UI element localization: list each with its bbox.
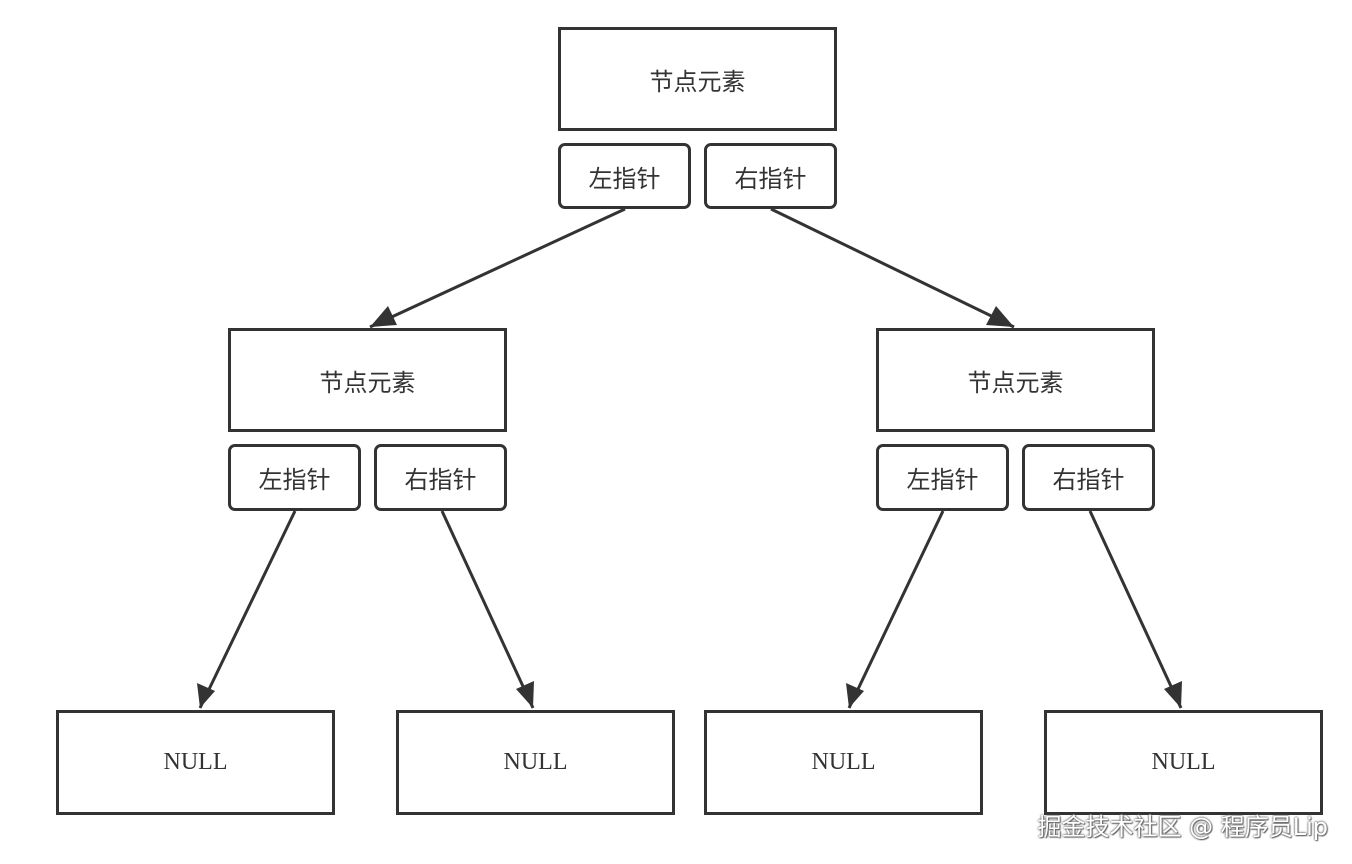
null-leaf-3-label: NULL (811, 749, 876, 775)
watermark-text: 掘金技术社区 @ 程序员Lip (1037, 813, 1328, 841)
arrowhead-left-right-null (516, 681, 534, 708)
null-leaf-2: NULL (396, 710, 675, 815)
null-leaf-3: NULL (704, 710, 983, 815)
arrowhead-right-right-null (1164, 681, 1182, 708)
null-leaf-1: NULL (56, 710, 335, 815)
arrowhead-left-left-null (197, 683, 215, 708)
right-child-right-pointer: 右指针 (1022, 444, 1155, 511)
null-leaf-1-label: NULL (163, 749, 228, 775)
left-child-right-pointer: 右指针 (374, 444, 507, 511)
edge-root-left (369, 207, 626, 329)
edge-left-right-null (440, 510, 535, 709)
left-child-node-label: 节点元素 (319, 368, 416, 397)
null-leaf-4-label: NULL (1151, 749, 1216, 775)
root-left-pointer: 左指针 (558, 143, 691, 209)
right-child-node-box: 节点元素 (876, 328, 1155, 432)
null-leaf-4: NULL (1044, 710, 1323, 815)
edge-right-right-null (1088, 510, 1183, 709)
root-node-label: 节点元素 (649, 67, 746, 96)
arrowhead-right-left-null (846, 683, 864, 708)
edge-root-right (770, 207, 1015, 329)
edge-right-left-null (847, 510, 945, 709)
left-child-node-box: 节点元素 (228, 328, 507, 432)
left-child-left-pointer-label: 左指针 (258, 466, 331, 494)
root-node-box: 节点元素 (558, 27, 837, 131)
null-leaf-2-label: NULL (503, 749, 568, 775)
arrowhead-root-left (370, 306, 397, 327)
root-right-pointer-label: 右指针 (734, 164, 807, 193)
right-child-right-pointer-label: 右指针 (1052, 466, 1125, 494)
edge-left-left-null (198, 510, 297, 709)
right-child-node-label: 节点元素 (967, 368, 1064, 397)
left-child-right-pointer-label: 右指针 (404, 466, 477, 494)
root-right-pointer: 右指针 (704, 143, 837, 209)
arrowhead-root-right (986, 306, 1014, 327)
right-child-left-pointer-label: 左指针 (906, 466, 979, 494)
right-child-left-pointer: 左指针 (876, 444, 1009, 511)
root-left-pointer-label: 左指针 (588, 164, 661, 193)
left-child-left-pointer: 左指针 (228, 444, 361, 511)
